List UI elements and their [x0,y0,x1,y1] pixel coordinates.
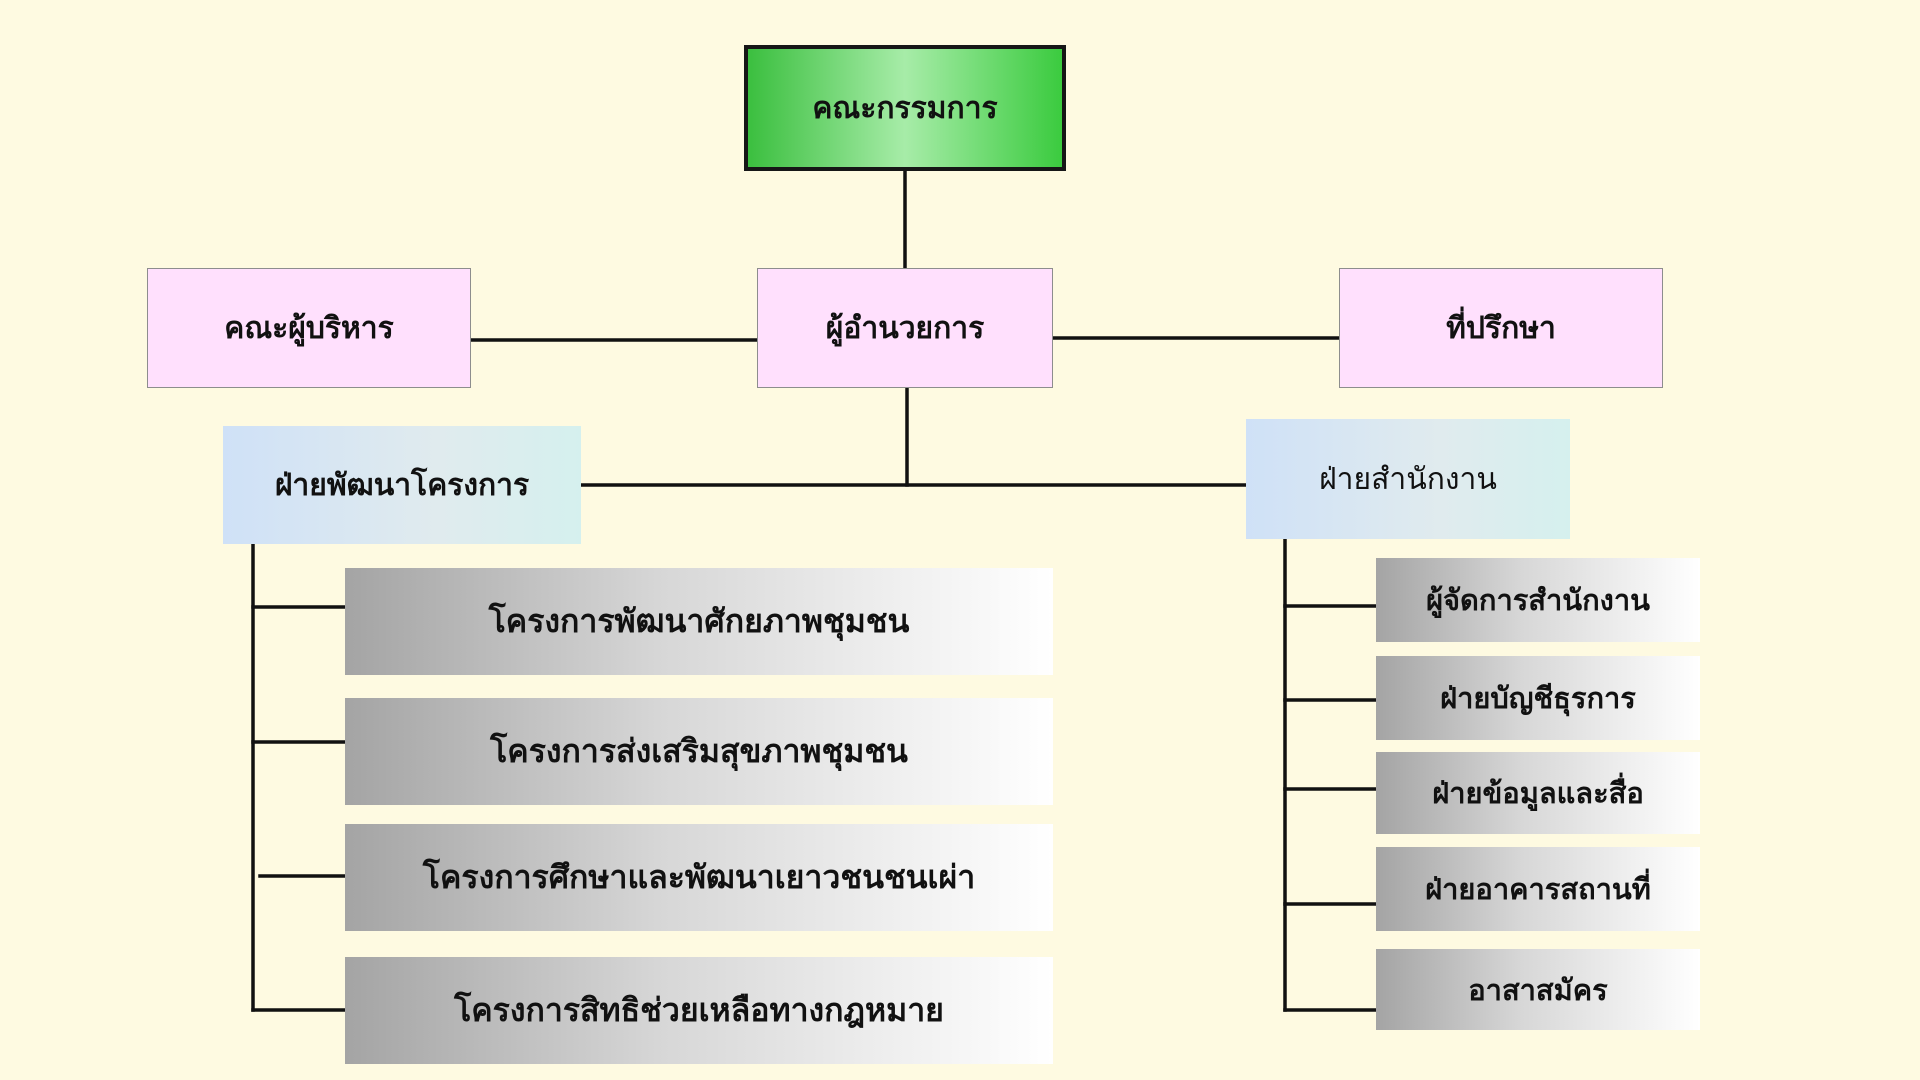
advisors-box: ที่ปรึกษา [1339,268,1663,388]
dev-division-label: ฝ่ายพัฒนาโครงการ [274,467,530,503]
office-division-label: ฝ่ายสำนักงาน [1319,461,1497,497]
office-unit-label: ฝ่ายอาคารสถานที่ [1425,872,1651,906]
office-unit-label: ฝ่ายบัญชีธุรการ [1440,681,1636,715]
board-box: คณะกรรมการ [744,45,1066,171]
board-label: คณะกรรมการ [812,90,998,126]
office-unit-label: ผู้จัดการสำนักงาน [1426,583,1650,617]
project-label: โครงการพัฒนาศักยภาพชุมชน [488,602,910,640]
executives-box: คณะผู้บริหาร [147,268,471,388]
project-label: โครงการสิทธิช่วยเหลือทางกฎหมาย [454,991,944,1029]
office-unit-label: อาสาสมัคร [1468,972,1608,1007]
executives-label: คณะผู้บริหาร [224,310,394,346]
office-unit-box: อาสาสมัคร [1376,949,1700,1030]
project-label: โครงการส่งเสริมสุขภาพชุมชน [490,732,908,770]
office-unit-box: ผู้จัดการสำนักงาน [1376,558,1700,642]
office-division-box: ฝ่ายสำนักงาน [1246,419,1570,539]
director-box: ผู้อำนวยการ [757,268,1053,388]
office-unit-box: ฝ่ายข้อมูลและสื่อ [1376,752,1700,834]
director-label: ผู้อำนวยการ [825,310,985,346]
office-unit-box: ฝ่ายบัญชีธุรการ [1376,656,1700,740]
advisors-label: ที่ปรึกษา [1446,310,1556,346]
office-unit-box: ฝ่ายอาคารสถานที่ [1376,847,1700,931]
project-box: โครงการศึกษาและพัฒนาเยาวชนชนเผ่า [345,824,1053,931]
project-box: โครงการส่งเสริมสุขภาพชุมชน [345,698,1053,805]
project-box: โครงการสิทธิช่วยเหลือทางกฎหมาย [345,957,1053,1064]
office-unit-label: ฝ่ายข้อมูลและสื่อ [1432,776,1644,810]
dev-division-box: ฝ่ายพัฒนาโครงการ [223,426,581,544]
project-label: โครงการศึกษาและพัฒนาเยาวชนชนเผ่า [422,858,976,896]
project-box: โครงการพัฒนาศักยภาพชุมชน [345,568,1053,675]
